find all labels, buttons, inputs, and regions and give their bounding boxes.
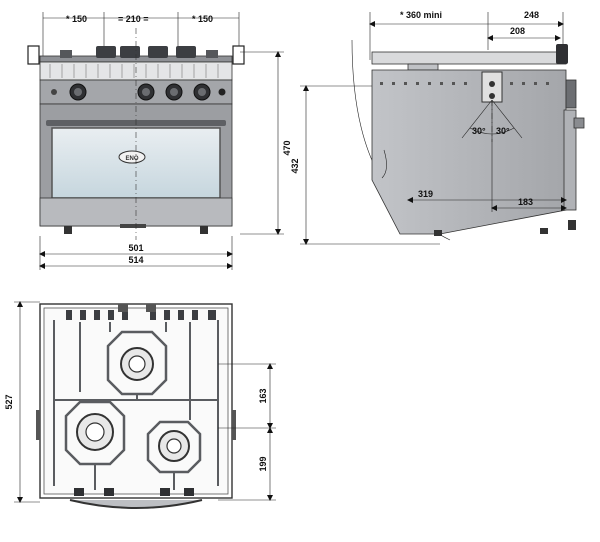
rear-panel [563, 109, 577, 211]
rear-vent-row [66, 310, 216, 320]
right-bracket [232, 45, 245, 65]
front-foot-right [200, 226, 208, 234]
dim-center-burner: = 210 = [118, 14, 149, 24]
top-knob-4[interactable] [184, 488, 194, 496]
side-vents [380, 82, 549, 85]
dim-inner-width: 501 [128, 243, 143, 253]
left-bracket [27, 45, 40, 65]
igniter-button[interactable] [51, 89, 57, 95]
burner-caps [60, 46, 218, 58]
front-foot-left [64, 226, 72, 234]
side-view: * 360 mini 248 208 30° 30° [290, 10, 585, 245]
dim-depth-inner: 208 [510, 26, 525, 36]
dim-burner-spacing-lower: 199 [258, 456, 268, 471]
top-knob-2[interactable] [104, 488, 114, 496]
dim-front-height: 470 [282, 140, 292, 155]
angle-left: 30° [472, 126, 486, 136]
dim-top-depth: 527 [4, 394, 14, 409]
side-hob-top [371, 51, 567, 65]
brand-logo [118, 150, 146, 164]
dim-left-burner: * 150 [66, 14, 87, 24]
top-view: 527 [4, 301, 276, 509]
burner-rear [106, 330, 168, 396]
angle-right: 30° [496, 126, 510, 136]
indicator-light [218, 88, 226, 96]
dim-pivot-depth: 183 [518, 197, 533, 207]
dim-depth-top: 248 [524, 10, 539, 20]
side-body [371, 69, 567, 235]
burner-front-right [146, 420, 202, 474]
dim-clearance: * 360 mini [400, 10, 442, 20]
pan-support-grid [53, 320, 219, 486]
front-knob-row [74, 488, 194, 496]
rear-gas-inlet [565, 79, 577, 109]
burner-front-left [64, 400, 126, 466]
door-hinge [120, 224, 146, 228]
dim-outer-width: 514 [128, 255, 143, 265]
front-view: * 150 = 210 = * 150 [27, 12, 292, 270]
dim-right-burner: * 150 [192, 14, 213, 24]
dim-lower-depth: 319 [418, 189, 433, 199]
top-knob-1[interactable] [74, 488, 84, 496]
front-handle-rail [69, 499, 203, 509]
dim-burner-spacing-upper: 163 [258, 388, 268, 403]
side-rear-knob [556, 44, 568, 64]
dim-side-height: 432 [290, 158, 300, 173]
top-knob-3[interactable] [160, 488, 170, 496]
control-knobs [69, 83, 211, 101]
brand-logo-text: ENO [125, 156, 138, 162]
